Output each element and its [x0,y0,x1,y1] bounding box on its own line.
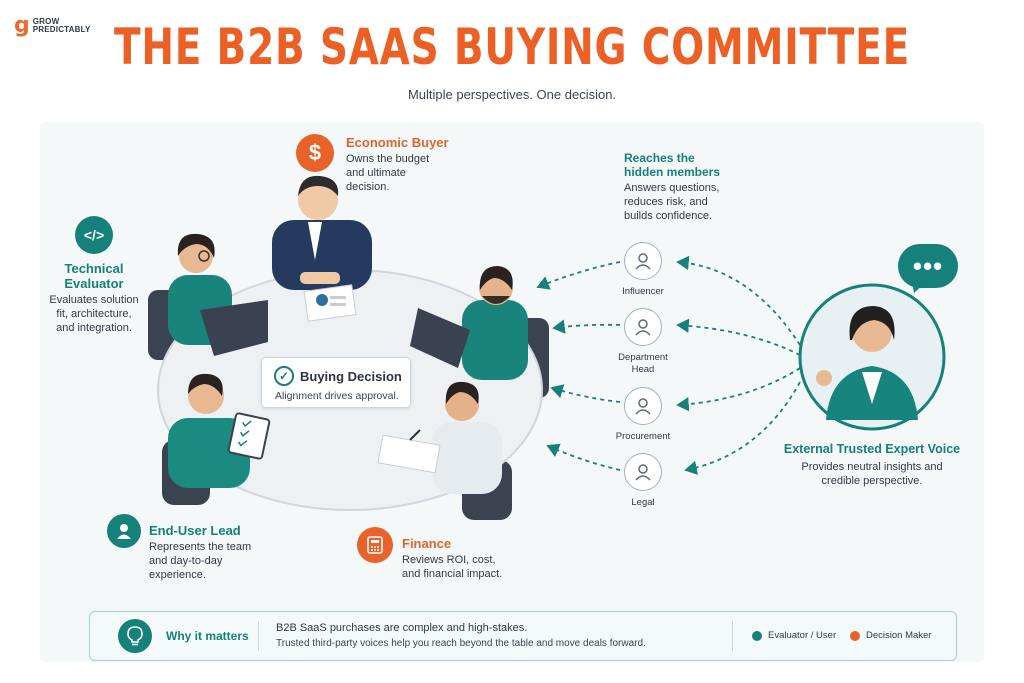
person-right-evaluator [410,266,528,380]
legend-dot-orange [850,630,860,641]
arrows-to-table [536,261,621,471]
person-technical-evaluator [168,233,268,356]
user-icon [107,514,141,548]
expert-desc-line: Provides neutral insights and [801,461,943,473]
documents [303,284,357,322]
role-title: End-User Lead [149,523,241,538]
buying-decision-card: ✓ Buying Decision Alignment drives appro… [261,357,411,408]
legend-label: Decision Maker [866,630,932,641]
legend-label: Evaluator / User [768,630,837,641]
logo-line-1: GROW [32,17,60,26]
divider [732,621,733,651]
role-technical-evaluator: Technical Evaluator Evaluates solution f… [44,261,144,335]
check-circle-icon: ✓ [274,366,294,386]
person-expert [816,306,918,420]
role-desc-line: Reviews ROI, cost, [402,554,496,566]
why-line-1: B2B SaaS purchases are complex and high-… [276,622,528,634]
brand-logo: g GROW PREDICTABLY [14,13,91,38]
role-desc-line: Evaluates solution [49,294,139,306]
role-desc-line: fit, architecture, [56,308,132,320]
logo-line-2: PREDICTABLY [32,25,91,34]
person-end-user-lead [168,373,271,488]
person-economic-buyer [272,175,372,290]
member-label-line: Head [631,364,655,375]
hidden-title-line: Reaches the [624,151,695,165]
member-label: Legal [631,497,655,508]
arrows-from-expert [676,255,801,475]
hidden-desc-line: Answers questions, [624,182,720,194]
role-title: Economic Buyer [346,135,449,150]
role-economic-buyer: Economic Buyer Owns the budget and ultim… [346,135,466,194]
legend-dot-teal [752,630,762,641]
role-desc-line: and day-to-day [149,555,223,567]
role-desc-line: and ultimate [346,167,406,179]
hidden-title-line: hidden members [624,165,721,179]
role-title: Evaluator [64,276,124,291]
why-line-2: Trusted third-party voices help you reac… [276,638,646,649]
speech-bubble-icon: ••• [898,244,958,288]
dollar-icon: $ [296,134,334,172]
expert-title: External Trusted Expert Voice [783,442,961,456]
logo-mark: g [14,13,30,38]
role-title: Finance [402,536,452,551]
calculator-icon [357,527,393,563]
why-label: Why it matters [166,629,249,643]
member-legal: Legal [598,453,688,509]
role-desc-line: Owns the budget [346,153,430,165]
role-desc-line: Represents the team [149,541,252,553]
hidden-desc-line: reduces risk, and [624,196,708,208]
role-desc-line: and integration. [56,322,132,334]
expert-block: External Trusted Expert Voice Provides n… [772,442,972,488]
person-finance [377,381,502,494]
role-desc-line: and financial impact. [402,568,503,580]
decision-desc: Alignment drives approval. [275,390,399,402]
person-icon [624,242,662,280]
person-icon [624,308,662,346]
speech-bubble-tail [912,282,926,293]
role-end-user-lead: End-User Lead Represents the team and da… [149,523,279,582]
hidden-members-block: Reaches the hidden members Answers quest… [624,151,744,223]
hidden-desc-line: builds confidence. [624,210,713,222]
divider [258,621,259,651]
lightbulb-icon [118,619,152,653]
page-title: THE B2B SAAS BUYING COMMITTEE [113,18,911,76]
role-finance: Finance Reviews ROI, cost, and financial… [402,536,532,581]
member-label-line: Department [618,352,668,363]
why-it-matters-bar: Why it matters B2B SaaS purchases are co… [89,611,957,661]
member-label: Procurement [615,431,671,442]
role-desc-line: experience. [149,569,206,581]
person-icon [624,453,662,491]
person-icon [624,387,662,425]
member-procurement: Procurement [598,387,688,443]
legend-item-decision-maker: Decision Maker [850,630,931,641]
member-label: Influencer [622,286,664,297]
role-title: Technical [64,261,124,276]
role-desc-line: decision. [346,181,390,193]
page-subtitle: Multiple perspectives. One decision. [407,87,617,102]
member-influencer: Influencer [598,242,688,298]
decision-title: Buying Decision [300,368,402,384]
legend-item-evaluator: Evaluator / User [752,630,836,641]
expert-desc-line: credible perspective. [821,475,923,487]
code-icon: </> [75,216,113,254]
